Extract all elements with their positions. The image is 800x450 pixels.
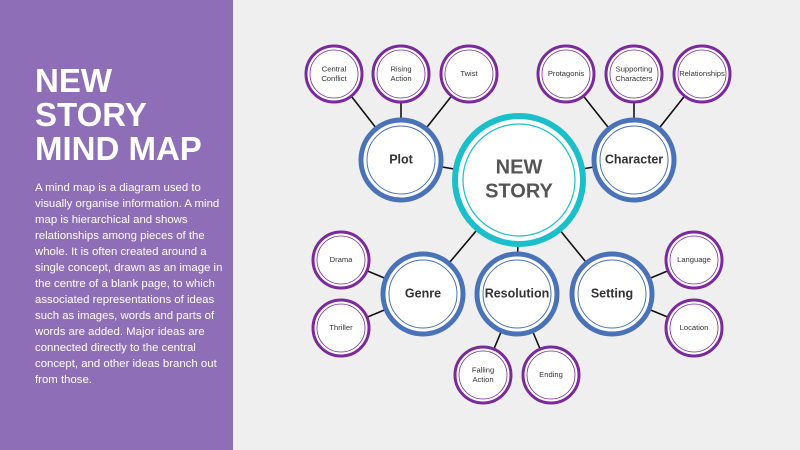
node-setting-language-inner-ring xyxy=(669,235,719,285)
node-setting-language-label-line: Language xyxy=(677,255,711,264)
node-genre-drama-label-line: Drama xyxy=(330,255,354,264)
node-character-relationships-label: Relationships xyxy=(679,69,725,78)
node-character-label: Character xyxy=(605,152,663,166)
page-title: NEW STORY MIND MAP xyxy=(35,64,225,166)
node-character-supporting-characters-circle xyxy=(604,44,664,104)
node-center-inner-ring xyxy=(462,123,576,237)
node-resolution-falling-action-inner-ring xyxy=(458,350,508,400)
node-plot-circle xyxy=(358,117,444,203)
node-plot-rising-action-label-line: Action xyxy=(390,74,411,83)
node-character-supporting-characters-inner-ring xyxy=(609,49,659,99)
node-setting-circle xyxy=(569,251,655,337)
node-center-label-line: NEW xyxy=(496,156,543,178)
node-character-protagonis-circle xyxy=(536,44,596,104)
node-genre-thriller-label-line: Thriller xyxy=(329,323,353,332)
node-resolution-inner-ring xyxy=(482,259,552,329)
node-character-supporting-characters-label-line: Supporting xyxy=(616,64,653,73)
sidebar-panel: NEW STORY MIND MAP A mind map is a diagr… xyxy=(0,0,233,450)
node-plot-twist-inner-ring xyxy=(444,49,494,99)
node-setting-location-label-line: Location xyxy=(680,323,709,332)
description-text: A mind map is a diagram used to visually… xyxy=(35,182,223,386)
node-plot-label: Plot xyxy=(389,152,413,166)
node-genre-circle xyxy=(380,251,466,337)
node-plot-twist-label-line: Twist xyxy=(460,69,478,78)
node-resolution-label: Resolution xyxy=(485,286,550,300)
node-plot-rising-action-circle xyxy=(371,44,431,104)
node-genre-drama-label: Drama xyxy=(330,255,354,264)
node-genre-thriller-inner-ring xyxy=(316,303,366,353)
node-center-circle xyxy=(452,113,586,247)
node-resolution-circle xyxy=(474,251,560,337)
title-line-2: STORY xyxy=(35,96,147,133)
node-plot-twist-label: Twist xyxy=(460,69,478,78)
node-plot-central-conflict-inner-ring xyxy=(309,49,359,99)
node-character-circle xyxy=(591,117,677,203)
node-genre-thriller-circle xyxy=(311,298,371,358)
title-line-3: MIND MAP xyxy=(35,130,202,167)
node-resolution-falling-action-label-line: Falling xyxy=(472,365,494,374)
node-character-protagonis-label: Protagonis xyxy=(548,69,585,78)
node-resolution-ending-label-line: Ending xyxy=(539,370,563,379)
node-setting-language-label: Language xyxy=(677,255,711,264)
node-setting-location-inner-ring xyxy=(669,303,719,353)
node-setting-language-circle xyxy=(664,230,724,290)
node-resolution-falling-action-label-line: Action xyxy=(472,375,493,384)
node-resolution-ending-circle xyxy=(521,345,581,405)
node-setting-label: Setting xyxy=(591,286,633,300)
node-genre-label: Genre xyxy=(405,286,441,300)
node-character-inner-ring xyxy=(599,125,669,195)
node-character-protagonis-inner-ring xyxy=(541,49,591,99)
node-genre-thriller-label: Thriller xyxy=(329,323,353,332)
node-plot-rising-action-inner-ring xyxy=(376,49,426,99)
node-genre-drama-circle xyxy=(311,230,371,290)
node-resolution-falling-action-circle xyxy=(453,345,513,405)
node-center-label-line: STORY xyxy=(485,180,553,202)
node-plot-central-conflict-label-line: Central xyxy=(322,64,347,73)
title-line-1: NEW xyxy=(35,62,112,99)
node-plot-inner-ring xyxy=(366,125,436,195)
node-resolution-ending-inner-ring xyxy=(526,350,576,400)
node-setting-inner-ring xyxy=(577,259,647,329)
node-genre-drama-inner-ring xyxy=(316,235,366,285)
node-character-protagonis-label-line: Protagonis xyxy=(548,69,585,78)
node-plot-central-conflict-label-line: Conflict xyxy=(321,74,347,83)
node-character-relationships-inner-ring xyxy=(677,49,727,99)
node-resolution-ending-label: Ending xyxy=(539,370,563,379)
node-character-relationships-circle xyxy=(672,44,732,104)
node-genre-inner-ring xyxy=(388,259,458,329)
node-plot-rising-action-label-line: Rising xyxy=(390,64,411,73)
node-character-relationships-label-line: Relationships xyxy=(679,69,725,78)
node-plot-twist-circle xyxy=(439,44,499,104)
node-plot-central-conflict-circle xyxy=(304,44,364,104)
node-setting-location-circle xyxy=(664,298,724,358)
node-character-supporting-characters-label-line: Characters xyxy=(615,74,652,83)
node-setting-location-label: Location xyxy=(680,323,709,332)
